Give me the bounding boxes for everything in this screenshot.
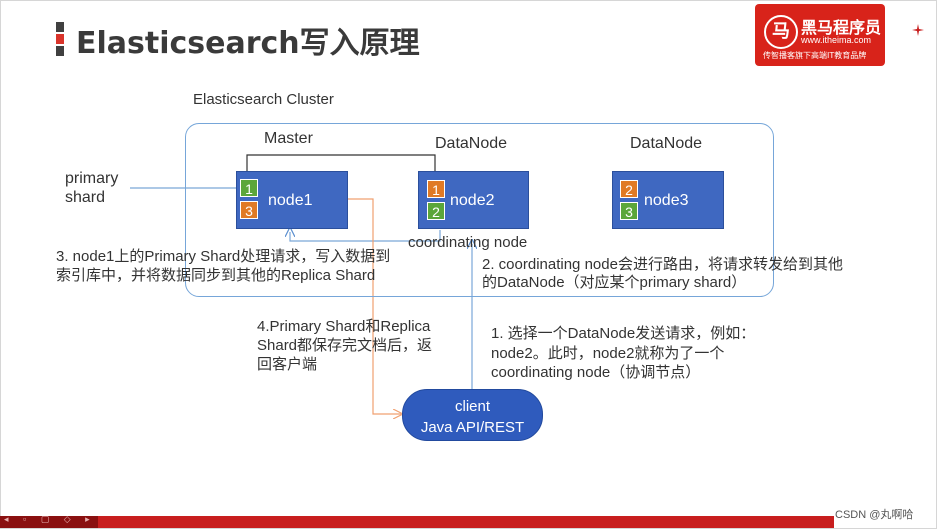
logo-url: www.itheima.com — [801, 35, 872, 45]
step2-line2: 的DataNode（对应某个primary shard） — [482, 274, 747, 291]
node1-shard-primary: 1 — [240, 179, 258, 197]
slide-nav-icons[interactable]: ◂ ▫ ▢ ◇ ▸ — [4, 514, 96, 524]
node2-box[interactable]: 1 2 node2 — [418, 171, 529, 229]
footer-bar — [0, 516, 834, 528]
watermark: CSDN @丸啊哈 — [835, 509, 914, 521]
logo-mark: 马 — [764, 15, 798, 49]
client-label: client — [454, 398, 491, 415]
slide-title: Elasticsearch写入原理 — [76, 26, 420, 61]
node3-box[interactable]: 2 3 node3 — [612, 171, 724, 229]
node1-box[interactable]: 1 3 node1 — [236, 171, 348, 229]
title-bullet-icon — [56, 22, 64, 56]
footer-nav-area — [0, 516, 98, 528]
node3-label: node3 — [644, 192, 689, 209]
step1-line3: coordinating node（协调节点） — [491, 364, 701, 381]
step2-line1: 2. coordinating node会进行路由，将请求转发给到其他 — [482, 256, 843, 273]
node1-shard-replica: 3 — [240, 201, 258, 219]
sparkle-icon — [912, 24, 924, 36]
route-arrow-node2-node1 — [290, 230, 441, 242]
node3-shard-primary: 3 — [620, 202, 638, 220]
logo-slogan: 传智播客旗下高端IT教育品牌 — [763, 51, 867, 60]
cluster-label: Elasticsearch Cluster — [193, 91, 334, 108]
node3-role: DataNode — [630, 135, 703, 152]
coordinating-node-label: coordinating node — [408, 234, 528, 251]
cluster-boundary — [185, 123, 774, 297]
step4-line2: Shard都保存完文档后，返 — [257, 337, 433, 354]
step4-line1: 4.Primary Shard和Replica — [257, 318, 431, 335]
response-arrow-node1-client — [347, 198, 401, 414]
primary-shard-label-line1: primary — [65, 170, 119, 187]
node1-label: node1 — [268, 192, 313, 209]
brand-logo: 马 黑马程序员 www.itheima.com 传智播客旗下高端IT教育品牌 — [755, 4, 885, 66]
step1-line1: 1. 选择一个DataNode发送请求，例如： — [491, 325, 756, 342]
primary-shard-label-line2: shard — [65, 189, 106, 206]
step1-line2: node2。此时，node2就称为了一个 — [491, 345, 725, 362]
node2-role: DataNode — [435, 135, 508, 152]
node2-shard-primary: 2 — [427, 202, 445, 220]
client-api-label: Java API/REST — [420, 419, 525, 436]
step3-line1: 3. node1上的Primary Shard处理请求，写入数据到 — [56, 248, 391, 265]
node2-label: node2 — [450, 192, 495, 209]
node1-role: Master — [264, 130, 313, 147]
step4-line3: 回客户端 — [257, 356, 318, 373]
step3-line2: 索引库中，并将数据同步到其他的Replica Shard — [56, 267, 376, 284]
node3-shard-replica: 2 — [620, 180, 638, 198]
node2-shard-replica: 1 — [427, 180, 445, 198]
logo-brand: 黑马程序员 — [801, 18, 882, 37]
forward-arrow-node1-node2 — [246, 154, 435, 181]
client-node[interactable]: client Java API/REST — [402, 389, 543, 441]
